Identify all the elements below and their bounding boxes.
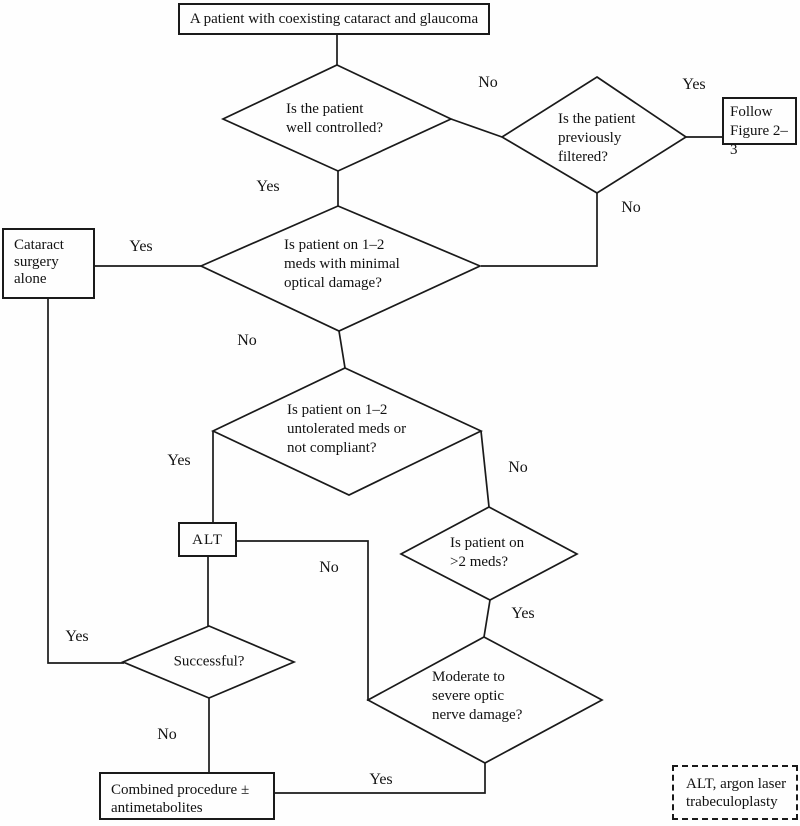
edge-more-than-two-yes [483,599,491,638]
diamond-successful [120,625,297,699]
label-previously-filtered-yes: Yes [682,76,706,93]
label-previously-filtered-no: No [621,199,641,216]
edge-optic-damage-yes [275,763,486,794]
outcome-follow-figure: Follow Figure 2–3 [722,97,797,158]
label-alt-fail-no: No [319,559,339,576]
edge-successful-yes [47,299,124,664]
label-meds-minimal-no: No [237,332,257,349]
diamond-optic-nerve-damage [366,636,604,764]
legend-box: ALT, argon laser trabeculoplasty [672,765,798,820]
label-untolerated-yes: Yes [167,452,191,469]
edge-meds-minimal-no [338,330,346,369]
label-well-controlled-no: No [478,74,498,91]
diamond-more-than-two-meds [399,506,579,601]
label-successful-no: No [157,726,177,743]
edge-previously-filtered-no [481,193,598,267]
decision-successful-text: Successful? [173,653,245,670]
edge-well-controlled-no [450,118,503,138]
outcome-alt: ALT [178,522,237,557]
label-well-controlled-yes: Yes [256,178,280,195]
outcome-cataract-surgery-alone: Cataract surgery alone [2,228,95,299]
label-more-than-two-yes: Yes [511,605,535,622]
decision-untolerated-meds-text: Is patient on 1–2 untolerated meds or no… [287,402,407,456]
edge-alt-fail-no [237,540,369,701]
decision-more-than-two-meds-text: Is patient on >2 meds? [450,535,525,570]
edge-untolerated-no [480,430,490,508]
diamond-well-controlled [220,64,454,172]
decision-optic-nerve-damage-text: Moderate to severe optic nerve damage? [432,669,523,723]
label-optic-damage-yes: Yes [369,771,393,788]
label-meds-minimal-yes: Yes [129,238,153,255]
outcome-combined-procedure: Combined procedure ± antimetabolites [99,772,275,820]
decision-meds-minimal-damage-text: Is patient on 1–2 meds with minimal opti… [284,237,400,291]
decision-previously-filtered-text: Is the patient previously filtered? [558,111,636,165]
start-node: A patient with coexisting cataract and g… [178,3,490,35]
diamond-untolerated-meds [211,367,483,496]
decision-well-controlled-text: Is the patient well controlled? [286,101,384,136]
label-untolerated-no: No [508,459,528,476]
diamond-meds-minimal-damage [198,205,483,332]
label-successful-yes: Yes [65,628,89,645]
diamond-previously-filtered [500,75,688,194]
